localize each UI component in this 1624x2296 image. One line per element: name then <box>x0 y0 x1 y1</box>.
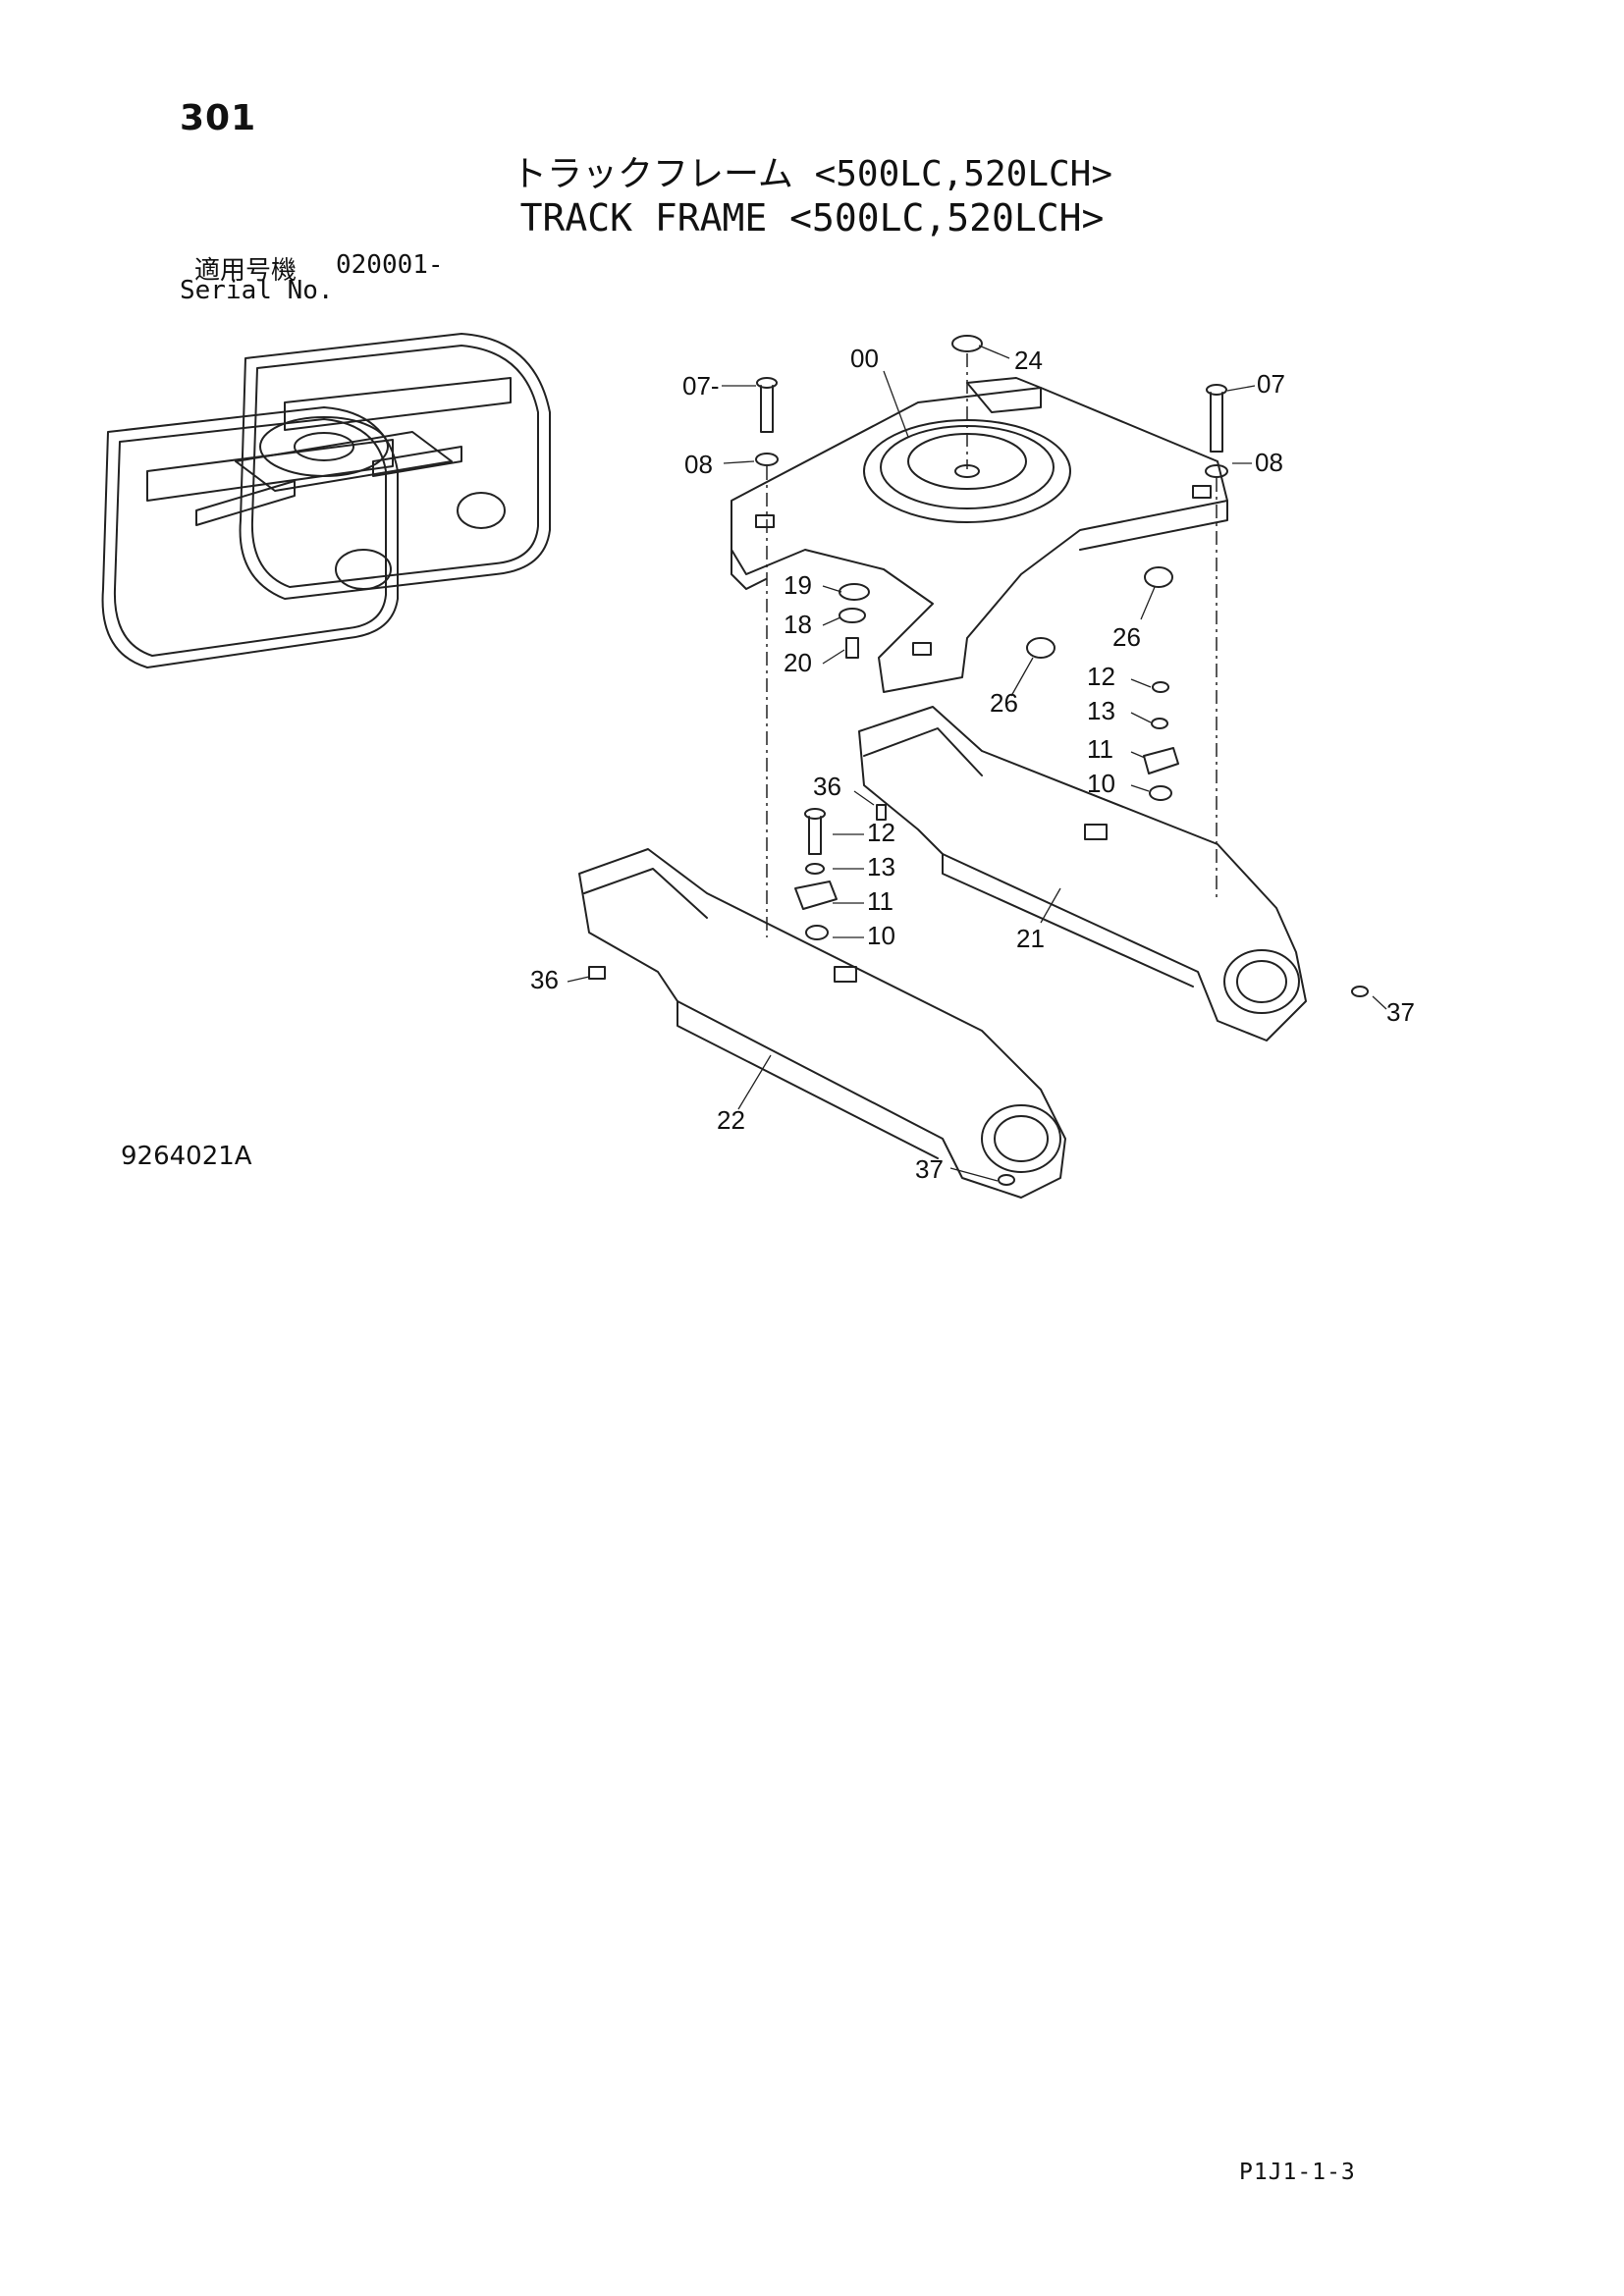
serial-value: 020001- <box>336 250 444 280</box>
part-37-left <box>998 1174 1015 1186</box>
callout-07-right: 07 <box>1257 369 1285 399</box>
track-frame-21-idler-mount <box>1223 949 1300 1014</box>
part-12-right <box>1152 681 1169 693</box>
callout-19: 19 <box>784 570 812 600</box>
callout-labels: 00 24 07- 07 08 08 19 18 20 26 26 12 13 … <box>530 344 1415 1184</box>
part-19 <box>839 583 870 601</box>
page-code: P1J1-1-3 <box>1239 2160 1356 2185</box>
part-37-right <box>1351 986 1369 997</box>
callout-21: 21 <box>1016 924 1045 953</box>
overview-front-track-inner <box>113 418 387 657</box>
part-18 <box>839 608 866 623</box>
track-frame-21 <box>858 706 1369 1041</box>
part-12-left-head <box>804 808 826 820</box>
callout-18: 18 <box>784 610 812 639</box>
part-12-left-shank <box>808 816 822 855</box>
part-26-pad-right <box>1144 566 1173 588</box>
callout-13-right: 13 <box>1087 696 1115 725</box>
callout-11-left: 11 <box>867 886 893 916</box>
part-26-pad-left <box>1026 637 1056 659</box>
serial-label-english: Serial No. <box>180 276 334 305</box>
center-frame-hole-bottom <box>912 642 932 656</box>
center-frame-left-edge <box>731 549 767 590</box>
part-08-right-washer <box>1205 464 1228 478</box>
part-07-left-shank <box>760 385 774 433</box>
figure-code: 9264021A <box>121 1142 252 1171</box>
part-13-right <box>1151 718 1168 729</box>
center-frame-right-edge <box>1079 500 1228 551</box>
overview-illustration <box>101 333 551 668</box>
overview-swing-ring-center <box>294 432 354 461</box>
center-frame-top-block <box>966 377 1042 413</box>
track-frame-21-top-edge <box>863 727 983 776</box>
part-24-cap <box>951 335 983 352</box>
part-10-right <box>1149 785 1172 801</box>
callout-24: 24 <box>1014 346 1043 375</box>
track-frame-21-bottom-edge <box>942 853 1194 988</box>
callout-12-left: 12 <box>867 818 895 847</box>
part-07-right-head <box>1206 384 1227 396</box>
center-frame-hole-left <box>755 514 775 528</box>
callout-12-right: 12 <box>1087 662 1115 691</box>
track-frame-22-idler-mount <box>981 1104 1061 1173</box>
callout-26-right: 26 <box>1112 622 1141 652</box>
center-frame-hole-right <box>1192 485 1212 499</box>
overview-back-track <box>239 333 551 600</box>
part-11-left <box>794 881 838 910</box>
overview-front-side-frame <box>146 439 394 502</box>
track-frame-21-idler-bore <box>1236 960 1287 1003</box>
callout-36-lower: 36 <box>530 965 559 994</box>
serial-label-japanese: 適用号機 <box>194 256 298 286</box>
callout-11-right: 11 <box>1087 734 1113 764</box>
track-frame-22-top-edge <box>583 868 708 919</box>
assembly-lines <box>766 353 1218 937</box>
overview-center-frame <box>235 431 453 492</box>
part-13-left <box>805 863 825 875</box>
overview-back-side-frame <box>284 377 512 431</box>
track-frame-21-block <box>1084 824 1108 840</box>
callout-07-left: 07- <box>682 371 720 400</box>
track-frame-22-bottom-edge <box>677 1000 939 1159</box>
page-number: 301 <box>180 98 257 138</box>
part-36-upper <box>876 804 887 821</box>
callout-00: 00 <box>850 344 879 373</box>
title-english: TRACK FRAME <500LC,520LCH> <box>519 196 1105 240</box>
part-36-lower <box>588 966 606 980</box>
track-frame-21-body <box>858 706 1307 1041</box>
bolts-07-08 <box>755 377 1228 478</box>
track-frame-22-idler-bore <box>994 1115 1049 1162</box>
part-10-left <box>805 925 829 940</box>
callout-13-left: 13 <box>867 852 895 881</box>
overview-front-track <box>101 406 399 668</box>
center-frame-body <box>731 387 1228 693</box>
callout-20: 20 <box>784 648 812 677</box>
callout-22: 22 <box>717 1105 745 1135</box>
parts-10-13-right <box>1143 681 1179 801</box>
title-japanese: トラックフレーム <500LC,520LCH> <box>511 154 1113 194</box>
overview-back-track-inner <box>250 345 539 588</box>
callout-36-upper: 36 <box>813 772 841 801</box>
part-11-right <box>1143 747 1179 774</box>
parts-18-19-20 <box>839 583 870 659</box>
track-frame-22-block <box>834 966 857 983</box>
callout-08-right: 08 <box>1255 448 1283 477</box>
part-20 <box>845 637 859 659</box>
overview-sprocket <box>457 492 506 529</box>
parts-10-13-left <box>794 804 887 940</box>
track-frame-22-body <box>578 848 1066 1199</box>
callout-37-right: 37 <box>1386 997 1415 1027</box>
callout-37-left: 37 <box>915 1154 944 1184</box>
callout-26-left: 26 <box>990 688 1018 718</box>
callout-10-right: 10 <box>1087 769 1115 798</box>
overview-crossmembers <box>195 446 462 526</box>
overview-idler <box>335 549 392 590</box>
part-07-right-shank <box>1210 392 1223 453</box>
callout-08-left: 08 <box>684 450 713 479</box>
part-08-left-washer <box>755 453 779 466</box>
part-07-left-head <box>756 377 778 389</box>
leader-lines <box>567 345 1387 1182</box>
track-frame-22 <box>578 848 1066 1199</box>
callout-10-left: 10 <box>867 921 895 950</box>
